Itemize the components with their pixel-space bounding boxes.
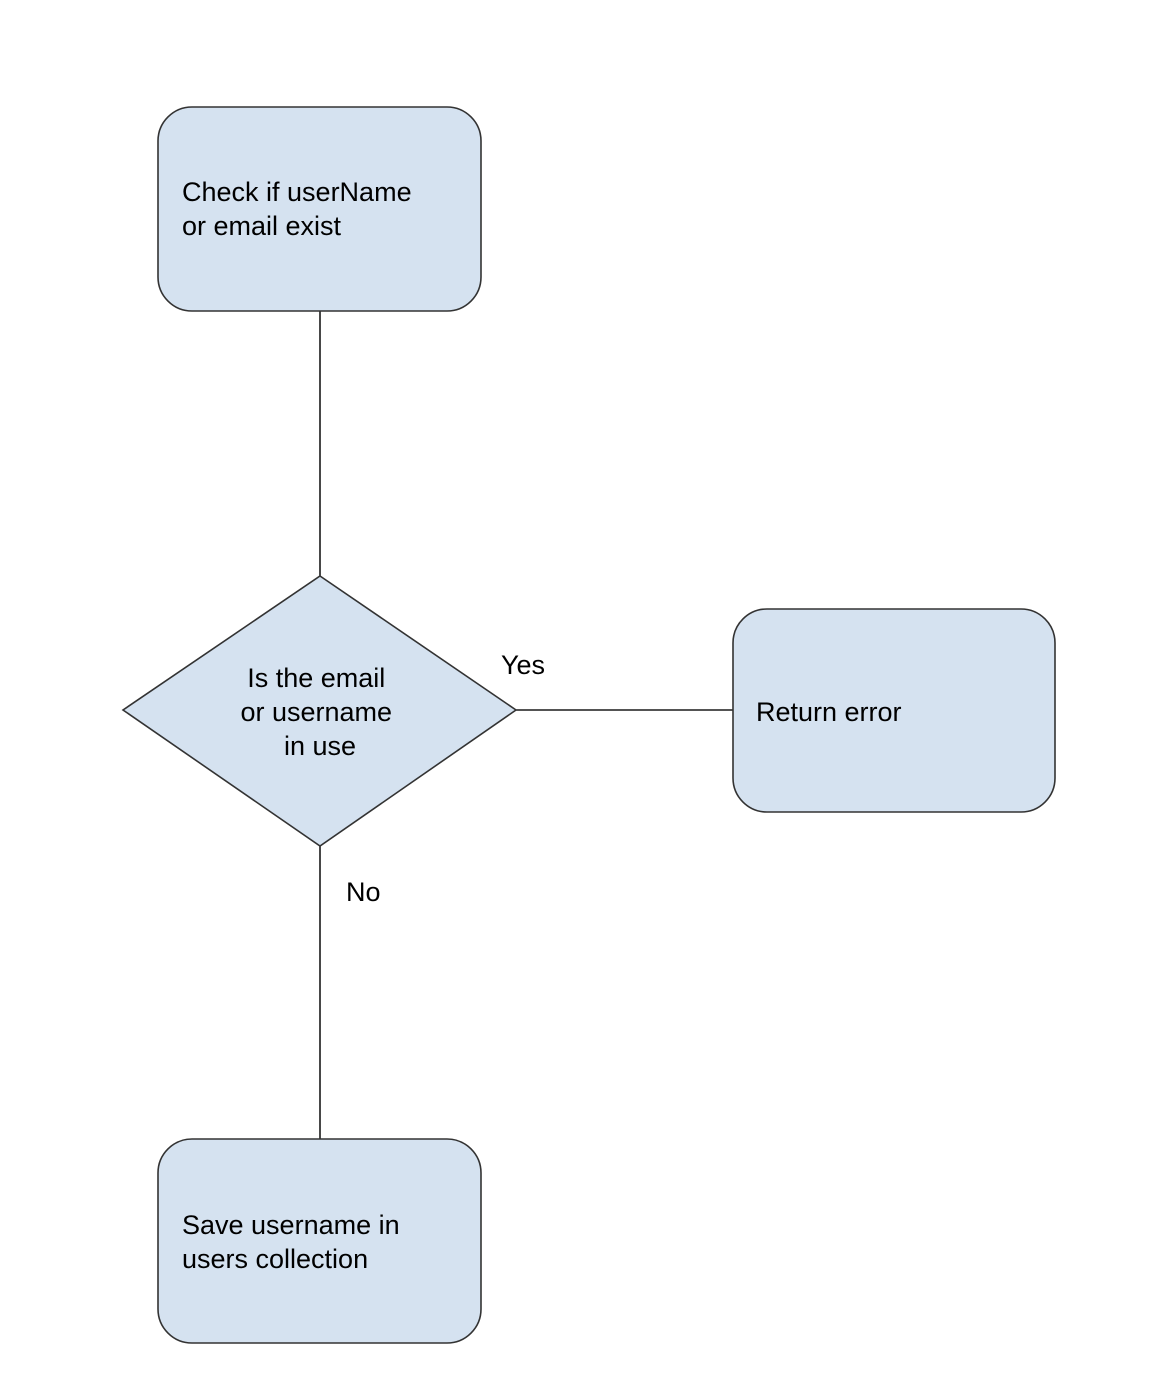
edge-label-no: No bbox=[346, 877, 381, 907]
check-node-label: Check if userName or email exist bbox=[182, 177, 419, 241]
error-node-box bbox=[732, 608, 1056, 813]
process-node-save: Save username in users collection bbox=[157, 1138, 482, 1344]
error-node-label: Return error bbox=[756, 697, 902, 727]
process-node-check: Check if userName or email exist bbox=[157, 106, 482, 312]
save-node-label: Save username in users collection bbox=[182, 1210, 407, 1274]
save-node-box bbox=[157, 1138, 482, 1344]
decision-node-label: Is the email or username in use bbox=[240, 663, 399, 761]
decision-node-diamond bbox=[121, 575, 518, 847]
check-node-box bbox=[157, 106, 482, 312]
process-node-error: Return error bbox=[732, 608, 1056, 813]
edge-label-yes: Yes bbox=[501, 650, 545, 680]
decision-node: Is the email or username in use bbox=[121, 575, 518, 847]
